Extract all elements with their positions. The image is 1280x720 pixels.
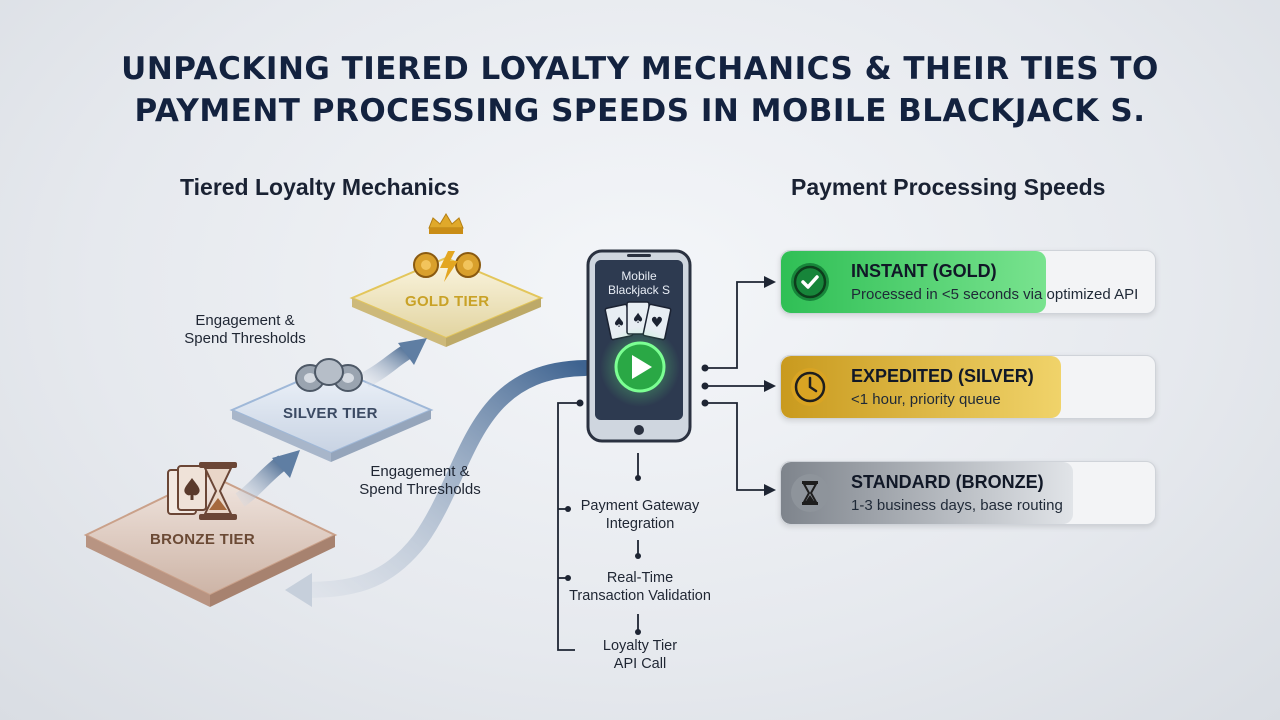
silver-chips-icon: [295, 358, 363, 392]
flow-step-api-call: Loyalty Tier API Call: [560, 637, 720, 673]
threshold-note-lower-line-1: Engagement &: [370, 463, 470, 480]
speed-card-instant: INSTANT (GOLD) Processed in <5 seconds v…: [780, 250, 1156, 314]
check-icon: [791, 263, 829, 301]
hourglass-icon: [791, 474, 829, 512]
speed-card-standard: STANDARD (BRONZE) 1-3 business days, bas…: [780, 461, 1156, 525]
phone-label-line-1: Mobile: [621, 269, 657, 283]
threshold-note-upper: Engagement & Spend Thresholds: [170, 312, 320, 348]
title-line-1: UNPACKING TIERED LOYALTY MECHANICS & THE…: [121, 51, 1159, 87]
svg-text:♥: ♥: [651, 315, 664, 331]
instant-card-desc: Processed in <5 seconds via optimized AP…: [851, 286, 1139, 303]
expedited-card-desc: <1 hour, priority queue: [851, 391, 1001, 408]
instant-card-title: INSTANT (GOLD): [851, 261, 997, 281]
return-arrow: [292, 360, 593, 598]
flow-step-gateway-line-1: Payment Gateway: [580, 498, 700, 514]
bronze-platform: [83, 473, 338, 607]
flow-step-validation-line-1: Real-Time: [606, 570, 674, 586]
bronze-hourglass-icon: [199, 462, 237, 520]
flow-step-gateway: Payment Gateway Integration: [560, 497, 720, 533]
clock-icon: [791, 368, 829, 406]
threshold-note-lower-line-2: Spend Thresholds: [359, 481, 481, 498]
standard-card-fill: [781, 462, 1073, 524]
crown-icon: [428, 213, 464, 234]
gold-chips-icon: [413, 251, 481, 282]
threshold-note-upper-line-2: Spend Thresholds: [184, 330, 306, 347]
svg-text:♠: ♠: [632, 311, 645, 327]
page-title: UNPACKING TIERED LOYALTY MECHANICS & THE…: [0, 48, 1280, 132]
flow-step-validation-line-2: Transaction Validation: [569, 588, 711, 604]
bronze-tier-label: BRONZE TIER: [150, 531, 255, 548]
standard-card-title: STANDARD (BRONZE): [851, 472, 1044, 492]
flow-step-gateway-line-2: Integration: [605, 516, 675, 532]
flow-step-api-call-line-1: Loyalty Tier: [602, 638, 678, 654]
play-button-icon: [614, 341, 666, 393]
spade-card-icon: [167, 465, 207, 515]
gold-tier-label: GOLD TIER: [405, 293, 490, 310]
flow-step-validation: Real-Time Transaction Validation: [555, 569, 725, 605]
silver-to-gold-arrow: [361, 342, 415, 388]
threshold-note-upper-line-1: Engagement &: [195, 312, 295, 329]
payment-heading: Payment Processing Speeds: [791, 174, 1106, 200]
phone-to-cards-connectors: [708, 281, 766, 491]
phone-label-line-2: Blackjack S: [607, 283, 671, 297]
return-arrow-head: [285, 573, 312, 607]
flow-step-api-call-line-2: API Call: [613, 656, 667, 672]
phone-label: Mobile Blackjack S: [595, 269, 683, 297]
standard-card-desc: 1-3 business days, base routing: [851, 497, 1063, 514]
playing-cards-icon: ♠ ♠ ♥: [604, 301, 672, 341]
svg-text:♠: ♠: [613, 315, 626, 331]
silver-platform: [229, 365, 434, 462]
speed-card-expedited: EXPEDITED (SILVER) <1 hour, priority que…: [780, 355, 1156, 419]
title-line-2: PAYMENT PROCESSING SPEEDS IN MOBILE BLAC…: [134, 93, 1146, 129]
loyalty-heading: Tiered Loyalty Mechanics: [180, 174, 460, 200]
bronze-to-silver-arrow: [235, 455, 288, 507]
expedited-card-title: EXPEDITED (SILVER): [851, 366, 1034, 386]
threshold-note-lower: Engagement & Spend Thresholds: [345, 463, 495, 499]
silver-tier-label: SILVER TIER: [283, 405, 378, 422]
